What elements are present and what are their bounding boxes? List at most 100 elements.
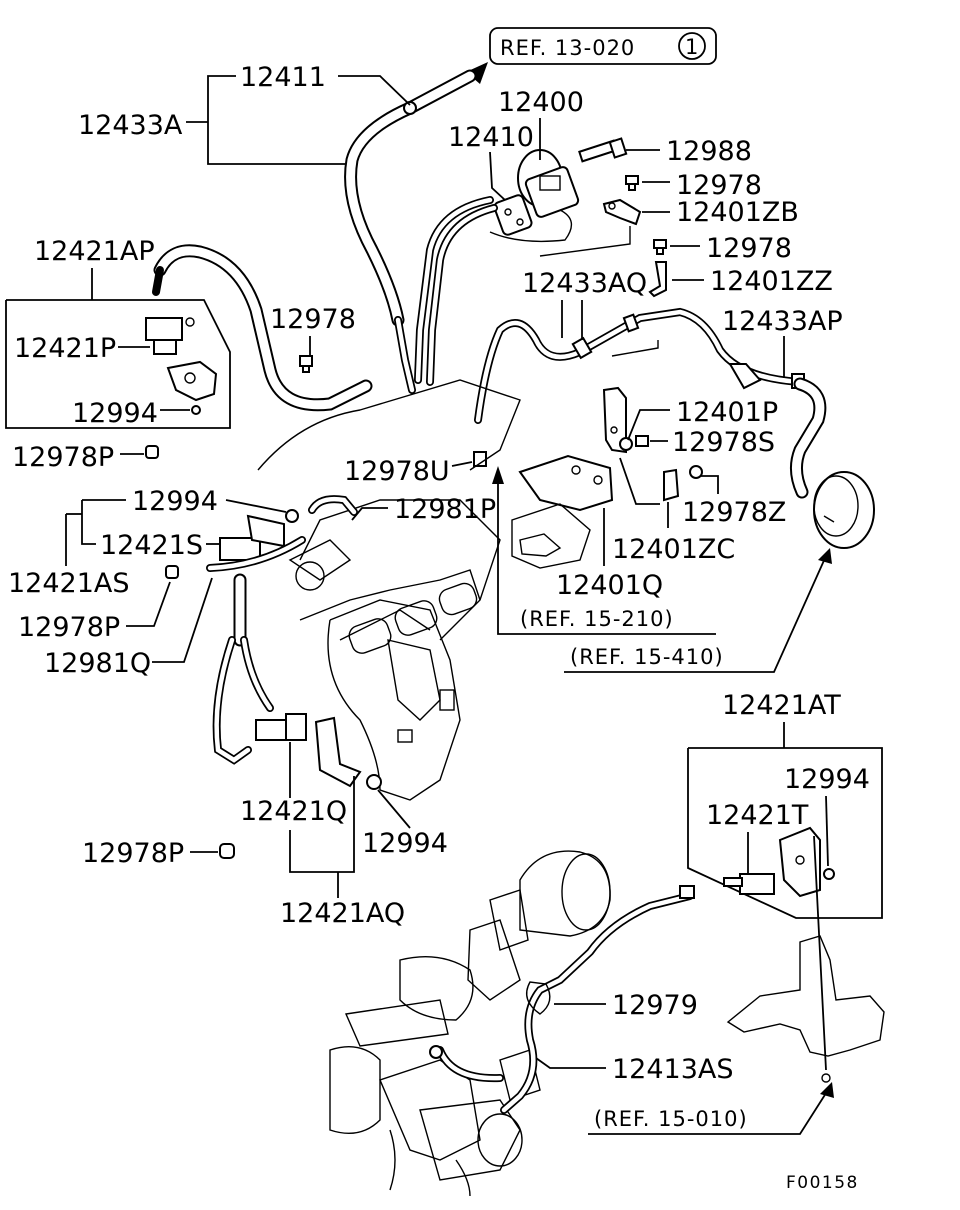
label-12988: 12988 — [666, 136, 752, 167]
bracket-12401P — [602, 386, 633, 454]
ref-13-020-callout[interactable]: REF. 13-020 1 — [489, 27, 717, 65]
screw-12978S — [635, 435, 649, 447]
label-12410: 12410 — [448, 122, 534, 153]
callout-12978P-b[interactable]: 12978P — [18, 581, 171, 643]
solenoid-12421S — [219, 509, 299, 561]
screw-12978-b — [653, 239, 667, 255]
ref-arrow-icon — [492, 466, 504, 484]
callout-12401ZC[interactable]: 12401ZC — [612, 457, 735, 565]
label-12433A: 12433A — [78, 110, 183, 141]
label-12421T: 12421T — [706, 800, 809, 831]
label-12421P: 12421P — [14, 333, 116, 364]
solenoid-hoses — [414, 196, 498, 386]
label-12979: 12979 — [612, 990, 698, 1021]
turbocharger — [329, 850, 611, 1197]
ref-15-210-callout[interactable]: (REF. 15-210) — [492, 466, 716, 635]
callout-12978P-c[interactable]: 12978P — [82, 838, 235, 869]
label-12978S: 12978S — [672, 427, 775, 458]
label-12421AT: 12421AT — [722, 690, 841, 721]
callout-12978S[interactable]: 12978S — [650, 427, 775, 458]
label-12401ZC: 12401ZC — [612, 534, 735, 565]
callout-12421AP[interactable]: 12421AP — [34, 236, 155, 300]
box-12421AP — [5, 299, 231, 429]
label-12981Q: 12981Q — [44, 648, 151, 679]
callout-12421Q[interactable]: 12421Q — [240, 742, 347, 827]
hose-12981P — [308, 495, 358, 516]
label-12433AP: 12433AP — [722, 306, 843, 337]
callout-12433A[interactable]: 12433A — [78, 75, 345, 165]
bracket-12421AP — [166, 360, 218, 415]
callout-12411[interactable]: 12411 — [240, 62, 411, 106]
callout-12401Q[interactable]: 12401Q — [556, 508, 663, 601]
solenoid-12421Q — [255, 713, 307, 741]
solenoid-12421P — [145, 317, 195, 355]
hose-12433AP — [790, 377, 827, 499]
label-12978-b: 12978 — [706, 233, 792, 264]
callout-12421T[interactable]: 12421T — [706, 800, 809, 874]
label-12411: 12411 — [240, 62, 326, 93]
ref-15-010-text: (REF. 15-010) — [594, 1107, 748, 1131]
hose-arrow-icon — [466, 62, 488, 84]
callout-12994-b[interactable]: 12994 — [132, 486, 287, 517]
label-12413AS: 12413AS — [612, 1054, 734, 1085]
callout-12978Z[interactable]: 12978Z — [682, 475, 786, 528]
canister — [813, 471, 875, 549]
callout-12413AS[interactable]: 12413AS — [535, 1054, 734, 1085]
bracket-12401ZC — [663, 465, 703, 502]
callout-12978U[interactable]: 12978U — [344, 456, 473, 487]
callout-12988[interactable]: 12988 — [626, 136, 752, 167]
callout-12433AQ[interactable]: 12433AQ — [522, 268, 647, 340]
callout-12978P-a[interactable]: 12978P — [12, 442, 144, 473]
label-12401Q: 12401Q — [556, 570, 663, 601]
label-12978U: 12978U — [344, 456, 450, 487]
callout-12994-a[interactable]: 12994 — [72, 398, 190, 429]
ref-15-210-text: (REF. 15-210) — [520, 607, 674, 631]
callout-12401ZZ[interactable]: 12401ZZ — [672, 266, 833, 297]
ref-15-410-callout[interactable]: (REF. 15-410) — [564, 548, 832, 673]
ref-15-410-text: (REF. 15-410) — [570, 645, 724, 669]
callout-12978-b[interactable]: 12978 — [670, 233, 792, 264]
screw-12978-a — [625, 175, 639, 191]
hose-12413AS — [429, 885, 695, 1114]
hose-12421AP — [152, 244, 373, 412]
label-12421AQ: 12421AQ — [280, 898, 405, 929]
callout-12421AS[interactable]: 12421AS — [8, 499, 130, 599]
callout-12400[interactable]: 12400 — [498, 87, 584, 160]
callout-12978-c[interactable]: 12978 — [270, 304, 356, 356]
label-12400: 12400 — [498, 87, 584, 118]
label-12421S: 12421S — [100, 530, 203, 561]
callout-12401P[interactable]: 12401P — [627, 397, 778, 441]
callout-12994-c[interactable]: 12994 — [784, 764, 870, 880]
bracket-12421AQ — [314, 716, 382, 790]
callout-12421AQ[interactable]: 12421AQ — [280, 776, 405, 929]
callout-12421AT[interactable]: 12421AT — [722, 690, 841, 748]
callout-12410[interactable]: 12410 — [448, 122, 534, 201]
screw-12978P-c — [219, 843, 235, 859]
callout-12979[interactable]: 12979 — [554, 990, 698, 1021]
diagram-code: F00158 — [786, 1173, 859, 1193]
label-12981P: 12981P — [394, 494, 496, 525]
callout-12433AP[interactable]: 12433AP — [722, 306, 843, 378]
ref-15-010-callout[interactable]: (REF. 15-010) — [588, 1082, 834, 1135]
label-12994-c: 12994 — [784, 764, 870, 795]
hose-12981Q — [206, 536, 306, 765]
label-12994-b: 12994 — [132, 486, 218, 517]
callout-12978-a[interactable]: 12978 — [642, 170, 762, 201]
bracket-12401Q — [511, 454, 614, 569]
callout-12981P[interactable]: 12981P — [351, 494, 496, 525]
label-12994-a: 12994 — [72, 398, 158, 429]
label-12978Z: 12978Z — [682, 497, 786, 528]
bracket-12401ZZ — [648, 261, 667, 298]
ref-arrow-icon — [818, 548, 832, 564]
callout-12994-d[interactable]: 12994 — [362, 789, 448, 859]
callout-12421S[interactable]: 12421S — [100, 530, 220, 561]
label-12994-d: 12994 — [362, 828, 448, 859]
ref-arrow-icon — [820, 1082, 834, 1098]
label-12421AS: 12421AS — [8, 568, 130, 599]
callout-12401ZB[interactable]: 12401ZB — [642, 197, 799, 228]
callout-12981Q[interactable]: 12981Q — [44, 577, 213, 679]
callout-12421P[interactable]: 12421P — [14, 333, 150, 364]
label-12421AP: 12421AP — [34, 236, 155, 267]
bolt-12988 — [578, 137, 628, 163]
